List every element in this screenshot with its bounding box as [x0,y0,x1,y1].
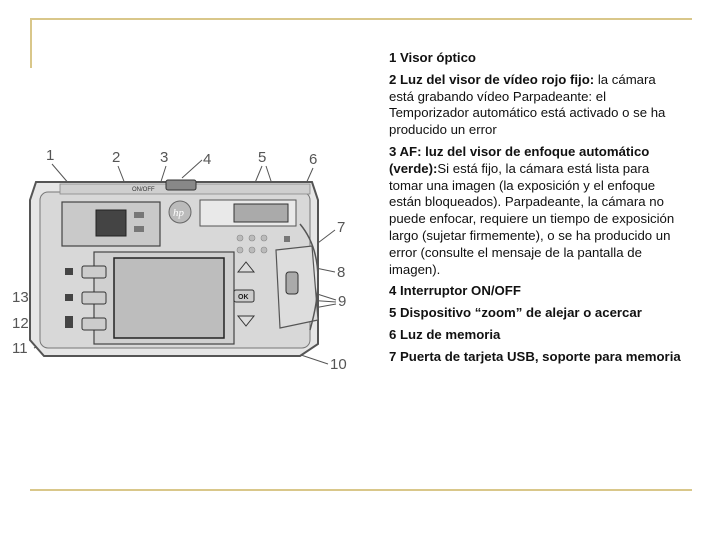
legend-item-1: 1 Visor óptico [389,50,476,65]
callout-8: 8 [337,264,345,281]
legend-item-3: 3 AF: luz del visor de enfoque automátic… [389,143,675,277]
camera-diagram: 1 2 3 4 5 6 7 8 9 10 11 12 13 ON/OFF [12,147,347,373]
callout-10: 10 [330,356,347,373]
callout-2: 2 [112,149,120,166]
callout-5: 5 [258,149,266,166]
callout-3: 3 [160,149,168,166]
switch-label: ON/OFF [132,187,155,193]
callout-7: 7 [337,219,345,236]
ok-label: OK [238,294,249,301]
callout-4: 4 [203,151,211,168]
callout-6: 6 [309,151,317,168]
callout-9: 9 [338,293,346,310]
brand-logo: hp [173,207,185,219]
legend-item-6: 6 Luz de memoria [389,326,501,342]
callout-12: 12 [12,315,29,332]
left-rule [30,18,32,68]
legend-text: 1 Visor óptico 2 Luz del visor de vídeo … [389,50,684,371]
callout-1: 1 [46,147,54,164]
legend-item-4: 4 Interruptor ON/OFF [389,283,521,299]
top-rule [30,18,692,20]
legend-item-5: 5 Dispositivo “zoom” de alejar o acercar [389,305,642,321]
bottom-rule [30,489,692,491]
legend-item-2: 2 Luz del visor de vídeo rojo fijo: la c… [389,71,666,138]
callout-11: 11 [12,340,28,357]
callout-13: 13 [12,289,29,306]
legend-item-7: 7 Puerta de tarjeta USB, soporte para me… [389,348,681,364]
